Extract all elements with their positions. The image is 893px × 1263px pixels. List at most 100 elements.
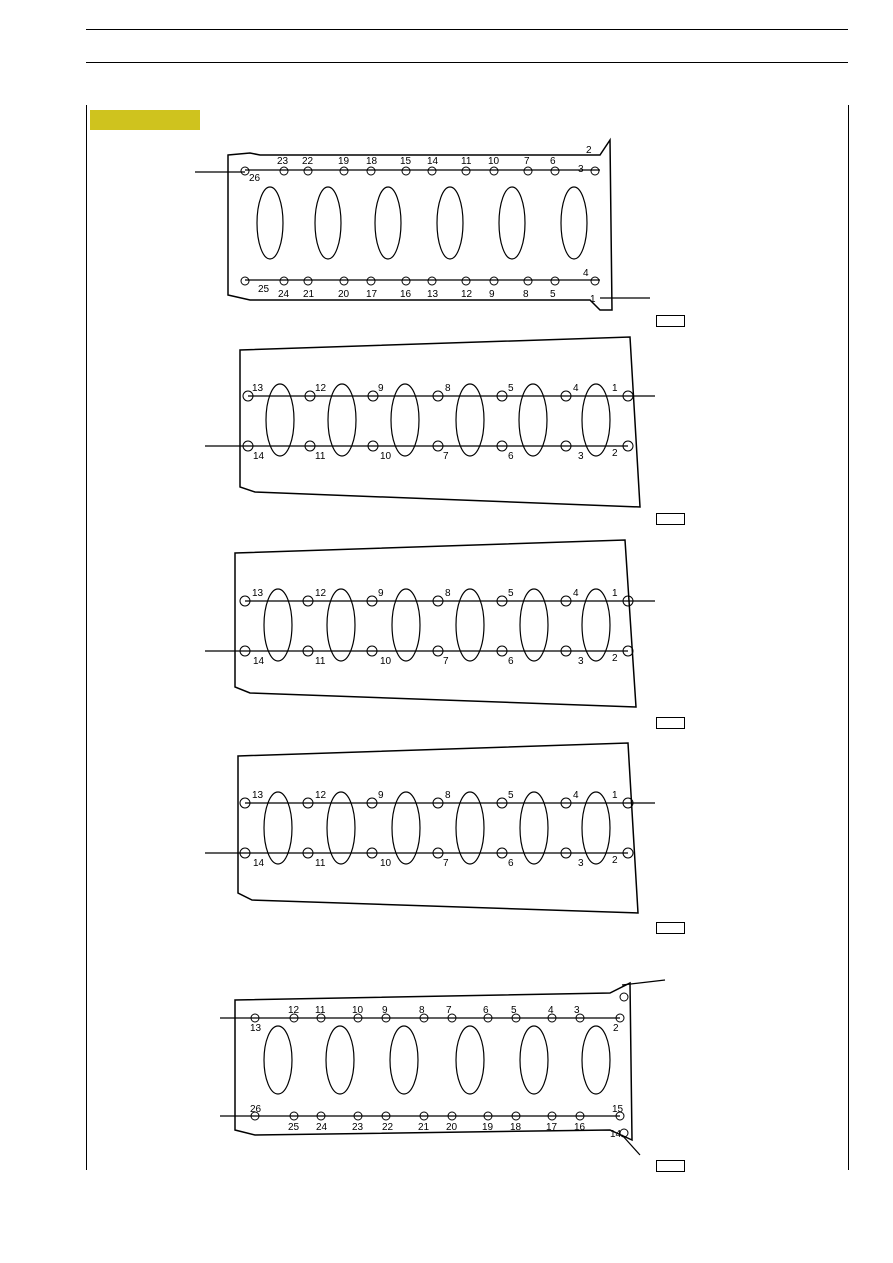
section-tag <box>90 110 200 130</box>
label: 2 <box>612 653 618 664</box>
label: 7 <box>443 858 449 869</box>
label: 5 <box>550 289 556 300</box>
diagram-2-labels: 13 12 9 8 5 4 1 14 11 10 7 6 3 2 <box>252 383 618 462</box>
label: 5 <box>508 790 514 801</box>
label: 7 <box>443 451 449 462</box>
cylinder-head-diagram-4: 13 12 9 8 5 4 1 14 11 10 7 6 3 2 <box>0 738 893 923</box>
label: 8 <box>523 289 529 300</box>
label: 4 <box>583 268 589 279</box>
label: 6 <box>550 156 556 167</box>
label: 9 <box>378 588 384 599</box>
label: 21 <box>418 1122 430 1133</box>
label: 18 <box>366 156 378 167</box>
label: 13 <box>252 790 264 801</box>
frame-left <box>86 105 87 1170</box>
label: 14 <box>253 451 265 462</box>
label: 12 <box>315 383 327 394</box>
label: 5 <box>511 1005 517 1016</box>
label: 3 <box>578 656 584 667</box>
label: 4 <box>573 588 579 599</box>
label: 21 <box>303 289 315 300</box>
label: 4 <box>573 790 579 801</box>
label: 9 <box>378 790 384 801</box>
label: 17 <box>546 1122 558 1133</box>
label: 2 <box>613 1023 619 1034</box>
label: 3 <box>578 451 584 462</box>
label: 23 <box>277 156 289 167</box>
label: 11 <box>315 656 326 667</box>
label: 14 <box>427 156 439 167</box>
label: 10 <box>352 1005 364 1016</box>
label: 3 <box>578 164 584 175</box>
label: 13 <box>427 289 439 300</box>
label: 7 <box>524 156 530 167</box>
label: 14 <box>253 656 265 667</box>
label: 6 <box>508 656 514 667</box>
label: 10 <box>380 656 392 667</box>
label: 12 <box>315 790 327 801</box>
label: 26 <box>249 173 261 184</box>
label: 24 <box>278 289 290 300</box>
label: 3 <box>574 1005 580 1016</box>
diagram-5-svg: 12 11 10 9 8 7 6 5 4 3 13 2 25 24 23 22 … <box>220 979 666 1156</box>
diagram-1-labels: 23 22 19 18 15 14 11 10 7 6 2 25 24 21 2… <box>249 145 596 305</box>
label: 2 <box>586 145 592 156</box>
label: 11 <box>315 1005 326 1016</box>
label: 18 <box>510 1122 522 1133</box>
label: 3 <box>578 858 584 869</box>
label: 17 <box>366 289 378 300</box>
label: 12 <box>315 588 327 599</box>
label: 15 <box>400 156 412 167</box>
label: 14 <box>253 858 265 869</box>
label: 8 <box>445 383 451 394</box>
label: 2 <box>612 448 618 459</box>
diagram-2-svg: 13 12 9 8 5 4 1 14 11 10 7 6 3 2 <box>205 336 655 508</box>
label: 13 <box>250 1023 262 1034</box>
label: 20 <box>338 289 350 300</box>
ref-box-3 <box>656 717 685 729</box>
label: 12 <box>288 1005 300 1016</box>
label: 10 <box>380 858 392 869</box>
ref-box-1 <box>656 315 685 327</box>
frame-right <box>848 105 849 1170</box>
label: 6 <box>508 451 514 462</box>
label: 25 <box>258 284 270 295</box>
label: 1 <box>612 790 618 801</box>
ref-box-4 <box>656 922 685 934</box>
diagram-4-svg: 13 12 9 8 5 4 1 14 11 10 7 6 3 2 <box>205 742 655 914</box>
label: 22 <box>302 156 314 167</box>
label: 4 <box>573 383 579 394</box>
label: 1 <box>612 383 618 394</box>
label: 13 <box>252 588 264 599</box>
diagram-3-svg: 13 12 9 8 5 4 1 14 11 10 7 6 3 2 <box>205 539 655 708</box>
label: 14 <box>610 1129 622 1140</box>
cylinder-head-diagram-3: 13 12 9 8 5 4 1 14 11 10 7 6 3 2 <box>0 535 893 720</box>
label: 9 <box>382 1005 388 1016</box>
label: 13 <box>252 383 264 394</box>
label: 19 <box>338 156 350 167</box>
ref-box-2 <box>656 513 685 525</box>
label: 6 <box>508 858 514 869</box>
label: 7 <box>443 656 449 667</box>
label: 22 <box>382 1122 394 1133</box>
label: 10 <box>488 156 500 167</box>
label: 16 <box>574 1122 586 1133</box>
label: 8 <box>419 1005 425 1016</box>
label: 15 <box>612 1104 624 1115</box>
cylinder-head-diagram-2: 13 12 9 8 5 4 1 14 11 10 7 6 3 2 <box>0 332 893 517</box>
label: 11 <box>315 451 326 462</box>
label: 19 <box>482 1122 494 1133</box>
label: 4 <box>548 1005 554 1016</box>
header-rule-bottom <box>86 62 848 63</box>
label: 12 <box>461 289 473 300</box>
diagram-1-svg: 23 22 19 18 15 14 11 10 7 6 2 25 24 21 2… <box>195 137 650 311</box>
label: 26 <box>250 1104 262 1115</box>
cylinder-head-diagram-5: 12 11 10 9 8 7 6 5 4 3 13 2 25 24 23 22 … <box>0 975 893 1165</box>
label: 8 <box>445 588 451 599</box>
header-rule-top <box>86 29 848 30</box>
label: 1 <box>612 588 618 599</box>
label: 9 <box>489 289 495 300</box>
label: 5 <box>508 383 514 394</box>
label: 24 <box>316 1122 328 1133</box>
label: 11 <box>461 156 472 167</box>
